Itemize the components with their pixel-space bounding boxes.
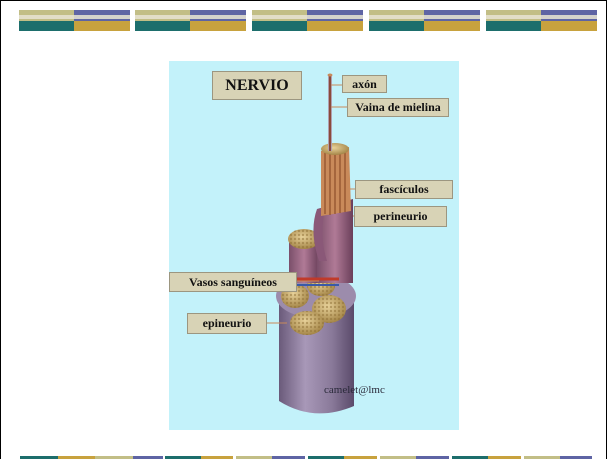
bottom-bar-segment (416, 456, 449, 459)
label-perineurium: perineurio (354, 206, 447, 227)
label-blood-vessels: Vasos sanguíneos (169, 272, 297, 292)
decorative-bar-5 (486, 10, 597, 31)
bottom-bar-segment (344, 456, 377, 459)
bottom-bar-segment (20, 456, 58, 459)
bottom-bar-segment (488, 456, 521, 459)
nerve-illustration (267, 73, 356, 414)
bottom-bar-segment (58, 456, 95, 459)
bottom-bar-segment (272, 456, 305, 459)
label-myelin-sheath: Vaina de mielina (347, 98, 449, 117)
decorative-bar-2 (135, 10, 246, 31)
bottom-bar-segment (201, 456, 233, 459)
bottom-bar-segment (308, 456, 344, 459)
bottom-bar-segment (380, 456, 416, 459)
decorative-bar-4 (369, 10, 480, 31)
label-axon: axón (342, 75, 387, 93)
bottom-bar-segment (524, 456, 560, 459)
decorative-bar-3 (252, 10, 363, 31)
label-epineurium: epineurio (187, 313, 267, 334)
author-credit: camelet@lmc (324, 384, 385, 396)
diagram-title: NERVIO (212, 71, 302, 100)
label-fascicles: fascículos (355, 180, 453, 199)
bottom-bar-segment (236, 456, 272, 459)
decorative-bar-1 (19, 10, 130, 31)
bottom-bar-segment (452, 456, 488, 459)
bottom-bar-segment (95, 456, 133, 459)
bottom-bar-segment (165, 456, 201, 459)
nerve-diagram: NERVIO axón Vaina de mielina fascículos … (169, 61, 459, 430)
bottom-bar-segment (560, 456, 592, 459)
bottom-bar-segment (133, 456, 163, 459)
